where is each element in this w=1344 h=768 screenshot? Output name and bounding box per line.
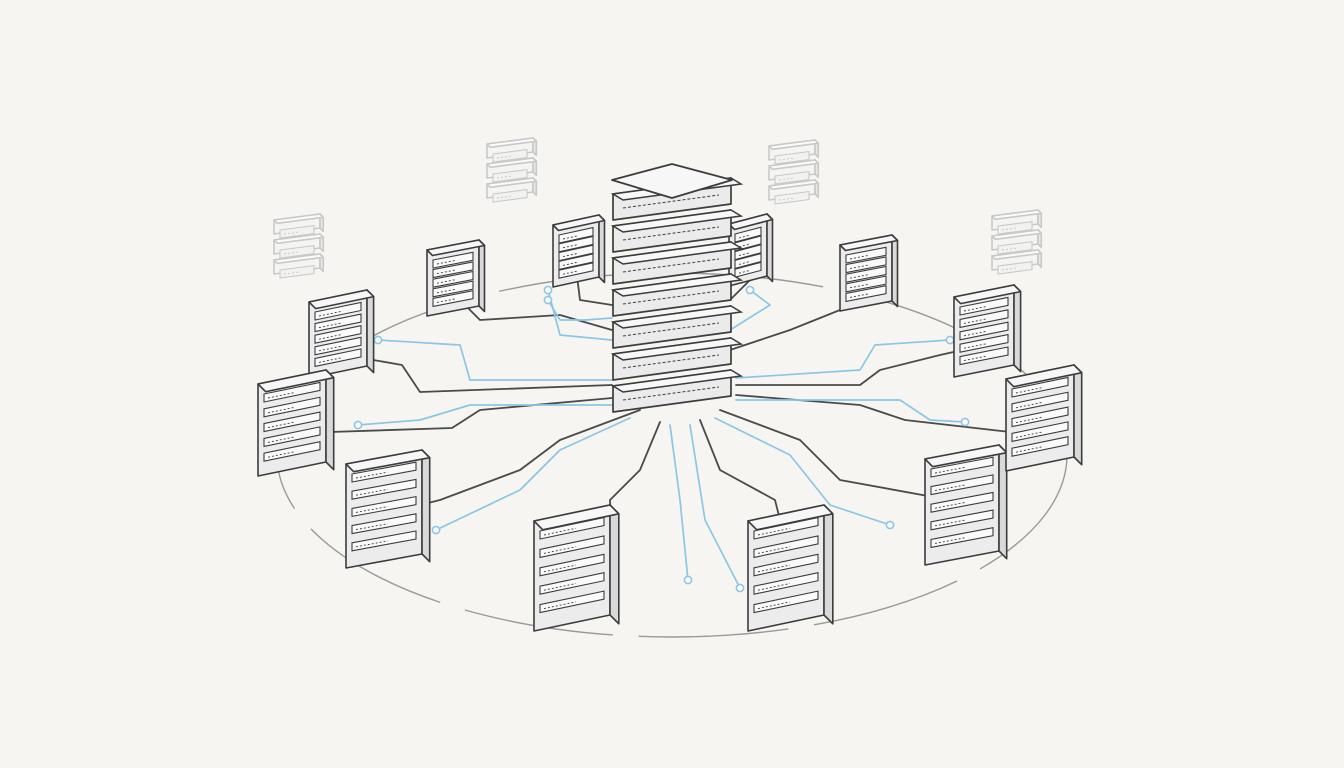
data-cable [357, 404, 613, 426]
server-icon [533, 504, 620, 632]
ghost-server-stack-icon [273, 233, 325, 259]
power-cable [699, 419, 781, 521]
data-cable [735, 339, 951, 379]
data-link-node [353, 420, 363, 430]
data-link-node [543, 295, 553, 305]
data-link-node [735, 583, 745, 593]
data-cable [435, 417, 631, 531]
server-icon [728, 213, 774, 287]
data-link-node [745, 285, 755, 295]
ghost-server-stack-icon [486, 137, 538, 163]
data-cable [729, 289, 771, 331]
data-link-node [373, 335, 383, 345]
ghost-server-stack-icon [273, 253, 325, 279]
power-cable [459, 299, 613, 331]
data-cable [547, 299, 613, 321]
data-cable [547, 289, 613, 341]
ghost-server-stack-icon [991, 209, 1043, 235]
power-cable [399, 409, 641, 511]
ghost-server-stack-icon [991, 249, 1043, 275]
server-icon [308, 289, 375, 379]
ghost-server-stack-icon [768, 159, 820, 185]
ghost-server-stack-icon [768, 139, 820, 165]
central-server-stack-icon [610, 163, 744, 413]
data-link-node [683, 575, 693, 585]
data-cable [689, 424, 741, 589]
ghost-server-stack-icon [486, 177, 538, 203]
server-icon [747, 504, 834, 632]
power-cable [329, 397, 613, 433]
data-cable [735, 399, 966, 423]
power-cable [719, 409, 951, 501]
data-cable [377, 339, 613, 381]
server-icon [552, 214, 606, 288]
data-link-node [431, 525, 441, 535]
data-link-node [960, 417, 970, 427]
ghost-server-stack-icon [273, 213, 325, 239]
data-link-node [945, 335, 955, 345]
server-icon [839, 234, 899, 312]
ghost-server-stack-icon [991, 229, 1043, 255]
data-cable [669, 424, 689, 581]
ghost-server-stack-icon [486, 157, 538, 183]
server-icon [953, 284, 1022, 378]
ghost-server-stack-icon [768, 179, 820, 205]
data-link-node [885, 520, 895, 530]
data-link-node [543, 285, 553, 295]
power-cable [735, 344, 986, 386]
server-icon [426, 239, 486, 317]
server-icon [924, 444, 1008, 566]
server-icon [345, 449, 431, 569]
server-icon [1005, 364, 1083, 472]
data-cable [714, 417, 891, 526]
server-icon [257, 369, 335, 477]
